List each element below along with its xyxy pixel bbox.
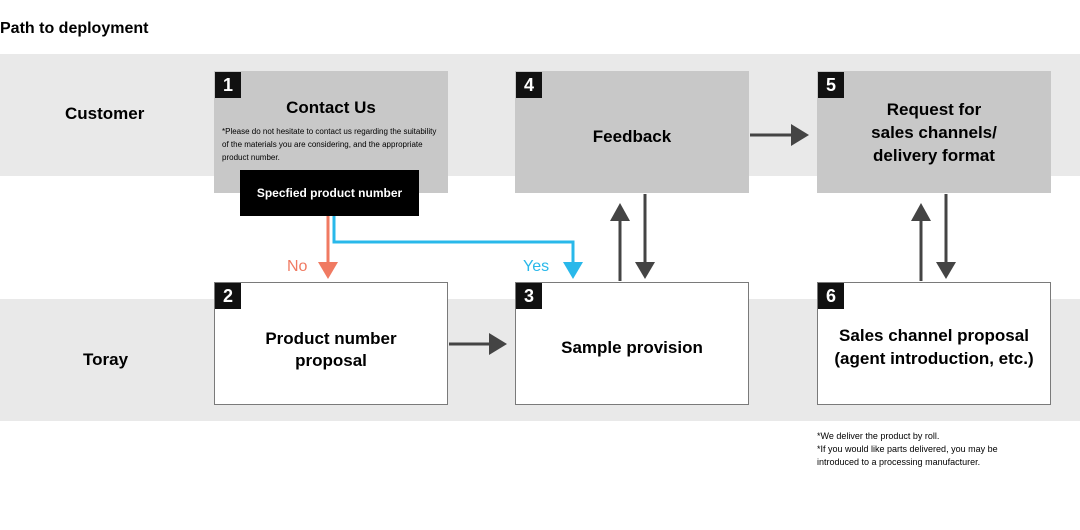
footnote: *We deliver the product by roll. *If you… xyxy=(817,430,998,469)
arrow-3-to-4 xyxy=(610,203,630,281)
arrow-4-to-5 xyxy=(750,124,809,146)
step-feedback-label: Feedback xyxy=(592,127,672,146)
yes-arrow xyxy=(332,216,583,279)
yes-branch-label: Yes xyxy=(523,258,550,275)
step-number-5: 5 xyxy=(818,72,844,98)
step-number-1: 1 xyxy=(215,72,241,98)
step-feedback: 4 Feedback xyxy=(515,71,749,193)
step-request-line3: delivery format xyxy=(873,146,995,165)
step-request-line1: Request for xyxy=(886,100,982,119)
step-sales-channel-line1: Sales channel proposal xyxy=(839,326,1029,345)
arrow-6-to-5 xyxy=(911,203,931,281)
step-number-2: 2 xyxy=(215,283,241,309)
no-branch-label: No xyxy=(287,258,308,275)
arrow-4-to-3 xyxy=(635,194,655,279)
step-request-sales-channels: 5 Request for sales channels/ delivery f… xyxy=(817,71,1051,193)
no-arrow xyxy=(318,216,338,279)
step-sales-channel-line2: (agent introduction, etc.) xyxy=(834,349,1034,368)
step-number-4: 4 xyxy=(516,72,542,98)
arrow-5-to-6 xyxy=(936,194,956,279)
toray-lane-label: Toray xyxy=(83,350,129,369)
step-product-number-proposal-line2: proposal xyxy=(295,351,367,370)
step-contact-us-label: Contact Us xyxy=(286,98,376,117)
contact-us-note: *Please do not hesitate to contact us re… xyxy=(222,127,437,162)
step-sample-provision: 3 Sample provision xyxy=(515,282,749,405)
diagram-title: Path to deployment xyxy=(0,20,149,37)
step-sales-channel-proposal: 6 Sales channel proposal (agent introduc… xyxy=(817,282,1051,405)
step-sample-provision-label: Sample provision xyxy=(561,338,703,357)
customer-lane-label: Customer xyxy=(65,104,145,123)
step-number-3: 3 xyxy=(516,283,542,309)
step-product-number-proposal: 2 Product number proposal xyxy=(214,282,448,405)
specified-product-number-box: Specfied product number xyxy=(240,170,419,216)
step-number-6: 6 xyxy=(818,283,844,309)
arrow-2-to-3 xyxy=(449,333,507,355)
footnote-line-3: introduced to a processing manufacturer. xyxy=(817,457,981,467)
step-request-line2: sales channels/ xyxy=(871,123,997,142)
footnote-line-1: *We deliver the product by roll. xyxy=(817,431,940,441)
step-product-number-proposal-line1: Product number xyxy=(265,329,397,348)
footnote-line-2: *If you would like parts delivered, you … xyxy=(817,444,998,454)
